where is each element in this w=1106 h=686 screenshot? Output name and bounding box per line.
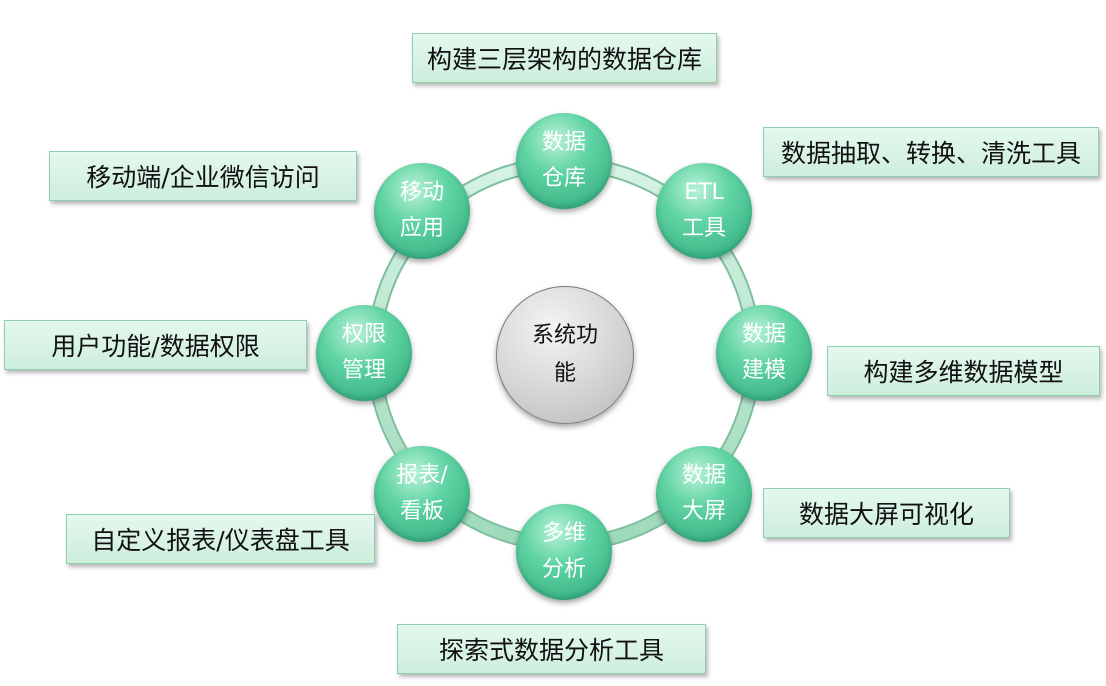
callout-text: 构建三层架构的数据仓库 bbox=[426, 45, 702, 74]
callout-mobile-app: 移动端/企业微信访问 bbox=[49, 151, 357, 201]
callout-data-big-screen: 数据大屏可视化 bbox=[763, 488, 1010, 538]
callout-text: 移动端/企业微信访问 bbox=[86, 163, 320, 192]
node-label: 多维 分析 bbox=[541, 521, 586, 582]
node-label: ETL 工具 bbox=[681, 180, 726, 241]
center-node-label: 系统功 能 bbox=[531, 323, 598, 386]
node-data-big-screen: 数据 大屏 bbox=[656, 446, 752, 542]
callout-text: 构建多维数据模型 bbox=[863, 358, 1064, 387]
callout-permission-mgmt: 用户功能/数据权限 bbox=[4, 320, 307, 370]
callout-etl-tools: 数据抽取、转换、清洗工具 bbox=[763, 127, 1099, 177]
callout-text: 用户功能/数据权限 bbox=[51, 332, 260, 361]
node-multidim-analysis: 多维 分析 bbox=[516, 504, 612, 600]
callout-data-warehouse: 构建三层架构的数据仓库 bbox=[412, 33, 717, 83]
callout-text: 数据大屏可视化 bbox=[798, 500, 974, 529]
callout-data-modeling: 构建多维数据模型 bbox=[827, 346, 1100, 396]
node-label: 数据 大屏 bbox=[681, 463, 726, 524]
node-label: 权限 管理 bbox=[341, 322, 386, 383]
node-label: 数据 仓库 bbox=[541, 130, 586, 191]
node-etl-tools: ETL 工具 bbox=[656, 163, 752, 259]
callout-multidim-analysis: 探索式数据分析工具 bbox=[397, 624, 706, 674]
node-report-dashboard: 报表/ 看板 bbox=[374, 446, 470, 542]
node-label: 报表/ 看板 bbox=[396, 463, 448, 524]
center-node-system-function: 系统功 能 bbox=[496, 286, 634, 424]
callout-text: 自定义报表/仪表盘工具 bbox=[91, 526, 350, 555]
node-mobile-app: 移动 应用 bbox=[374, 163, 470, 259]
node-label: 移动 应用 bbox=[399, 180, 444, 241]
callout-report-dashboard: 自定义报表/仪表盘工具 bbox=[66, 514, 375, 564]
node-data-warehouse: 数据 仓库 bbox=[516, 113, 612, 209]
node-data-modeling: 数据 建模 bbox=[716, 305, 812, 401]
callout-text: 探索式数据分析工具 bbox=[438, 636, 664, 665]
callout-text: 数据抽取、转换、清洗工具 bbox=[780, 139, 1081, 168]
node-permission-mgmt: 权限 管理 bbox=[316, 305, 412, 401]
node-label: 数据 建模 bbox=[741, 322, 786, 383]
